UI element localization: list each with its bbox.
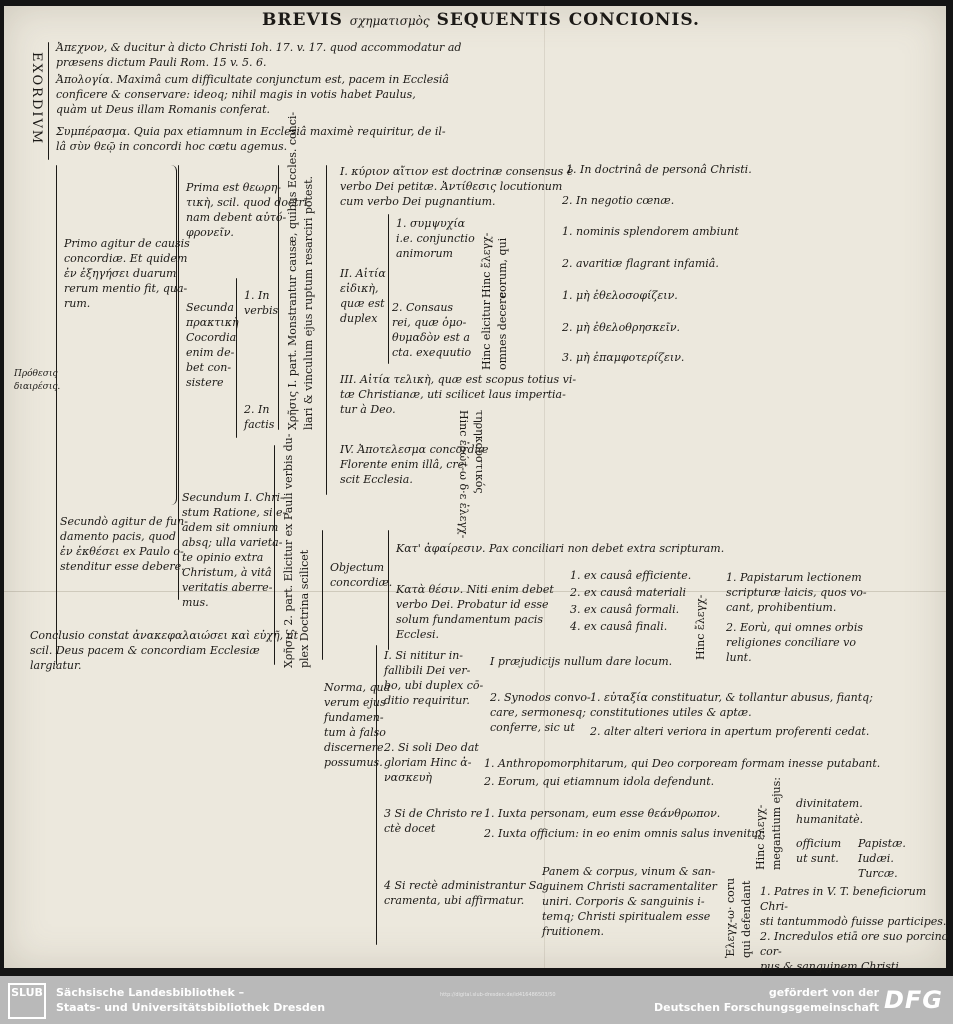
norma-4-elenchos: Ἐλεγχ-ω· coru [724,877,737,958]
norma-3: 3 Si de Christo re ctè docet [384,807,483,835]
exordium-label: EXORDIVM [29,52,44,146]
primo-brace [170,165,177,505]
right-item-2: 2. In negotio cœnæ. [562,194,675,207]
norma-1-b1: 1. εὐταξία constituatur, & tollantur abu… [590,691,873,719]
norma-3-sects: Papistæ. Iudæi. Turcæ. [858,837,906,880]
objectum-elenchos: Hinc ἔλεγχ- [694,594,707,660]
norma-3-elenchos-b: megantium ejus: [770,777,783,870]
ex-causa-3: 3. ex causâ formali. [570,603,680,616]
primo-causes: Primo agitur de causis concordiæ. Et qui… [64,237,190,310]
kata-aphairesin: Κατ' ἀφαίρεσιν. Pax conciliari non debet… [396,542,725,555]
cause-2-brace [388,214,389,364]
exordium-line-2: Ἀπολογία. Maximâ cum difficultate conjun… [56,73,449,116]
main-brace [56,165,57,665]
norma-3-elenchos: Hinc ἔλεγχ- [754,804,767,870]
pars2-vertical-2: plex Doctrina scilicet [298,549,311,668]
pars2-vertical: Χρῆσις 2. part. Elicitur ex Pauli verbis… [282,433,295,668]
dfg-logo: DFG [883,986,943,1014]
norma-4-b: 1. Patres in V. T. beneficiorum Chri- st… [760,885,949,988]
propositio-label: Πρόθεσις διαιρέσις. [14,369,61,392]
norma-4-elenchos-b: qui defendant [740,880,753,958]
norma-3-divinity: divinitatem. [796,797,863,810]
norma-1-b2: 2. alter alteri veriora in apertum profe… [590,725,870,738]
causes-brace [326,165,327,495]
ex-causa-1: 1. ex causâ efficiente. [570,569,692,582]
norma-2: 2. Si soli Deo dat gloriam Hinc ἀ- νασκε… [384,741,479,784]
norma-label: Norma, qua verum ejus fundamen- tum à fa… [324,681,391,769]
hinc-vertical-3b: τηρηκουστικός [473,410,486,494]
norma-3-b: 2. Iuxta officium: in eo enim omnis salu… [484,827,766,840]
hinc-vertical-2b: omnes decere [496,292,509,370]
in-verbis: 1. In verbis [244,289,279,317]
right-item-7: 3. μὴ ἐπαμφοτερίζειν. [562,351,685,364]
norma-2-b: 2. Eorum, qui etiamnum idola defendunt. [484,775,715,788]
pars2-brace [274,445,275,665]
hinc-vertical-1b: corum, qui [496,237,509,298]
papists-elenchos: 1. Papistarum lectionem scripturæ laicis… [726,571,867,614]
in-factis: 2. In factis [244,403,275,431]
cause-1: I. κύριον αἴτιον est doctrinæ consensus … [340,165,574,208]
objectum-label: Objectum concordiæ. [330,561,393,589]
hinc-vertical-1: Hinc ἔλεγχ- [480,232,493,298]
norma-3-a: 1. Iuxta personam, eum esse θεάνθρωπον. [484,807,721,820]
source-url[interactable]: http://digital.slub-dresden.de/id4164865… [440,992,556,998]
pars1-brace [278,165,279,430]
page-title: BREVIS σχηματισμὸς SEQUENTIS CONCIONIS. [262,10,700,30]
library-name: Sächsische Landesbibliothek – Staats- un… [56,986,326,1014]
norma-1: I. Si nititur in- fallibili Dei ver- bo,… [384,649,484,707]
fold-line-vertical [544,6,545,968]
secunda-practica: Secunda πρακτικὴ Cocordia enim de- bet c… [186,301,239,389]
norma-4-a: Panem & corpus, vinum & san- guinem Chri… [542,865,717,938]
right-item-1: 1. In doctrinâ de personâ Christi. [566,163,752,176]
norma-2-a: 1. Anthropomorphitarum, qui Deo corporea… [484,757,881,770]
exordium-brace [48,42,49,160]
secundo-fundamentum: Secundò agitur de fun- damento pacis, qu… [60,515,188,573]
cause-4: IV. Ἀποτελεσμα concordiæ Florente enim i… [340,443,489,486]
norma-3-officium: officium ut sunt. [796,837,842,865]
conclusio: Conclusio constat ἀνακεφαλαιώσει καὶ εὐχ… [30,629,299,672]
hinc-vertical-2: Hinc elicitur [480,300,493,370]
fold-line [4,591,946,592]
cause-2-b: 2. Consaus rei, quæ ὁμο- θυμαδὸν est a c… [392,301,472,359]
second-brace [178,165,179,600]
norma-brace [376,645,377,945]
exordium-line-3: Συμπέρασμα. Quia pax etiamnum in Ecclesi… [56,125,446,153]
pars1-vertical-2: liari & vinculum ejus ruptum resarciri p… [302,175,315,430]
objectum-inner-brace [388,530,389,650]
slub-logo: SLUB [8,983,46,1019]
secundum-christum: Secundum I. Chri- stum Ratione, si e- ad… [182,491,287,609]
norma-1-a: I præjudicijs nullum dare locum. [490,655,673,668]
right-item-5: 1. μὴ ἐθελοσοφίζειν. [562,289,678,302]
right-item-3: 1. nominis splendorem ambiunt [562,225,739,238]
exordium-line-1: Ἀπεχνον, & ducitur à dicto Christi Ioh. … [56,41,462,69]
right-item-6: 2. μὴ ἐθελοθρησκεῖν. [562,321,681,334]
objectum-brace [322,530,323,660]
kata-thesin: Κατὰ θέσιν. Niti enim debet verbo Dei. P… [396,583,554,641]
ex-causa-4: 4. ex causâ finali. [570,620,668,633]
norma-1-b: 2. Synodos convo- care, sermonesq; confe… [490,691,591,734]
practica-brace [236,278,237,438]
hinc-vertical-3: Hinc ἐρώτ-ω δ·ε ἐλεγχ- [457,410,470,539]
norma-4: 4 Si rectè administrantur Sa- cramenta, … [384,879,547,907]
cause-2-head: II. Αἰτία εἰδικὴ, quæ est duplex [340,267,386,325]
right-item-4: 2. avaritiæ flagrant infamiâ. [562,257,719,270]
funding-note: gefördert von der Deutschen Forschungsge… [654,986,879,1014]
cause-3: III. Αἰτία τελικὴ, quæ est scopus totius… [340,373,577,416]
norma-3-humanity: humanitatè. [796,813,864,826]
cause-2-a: 1. συμψυχία i.e. conjunctio animorum [396,217,475,260]
pars1-vertical: Χρῆσις I. part. Monstrantur causæ, quibu… [286,111,299,430]
footer-bar [0,976,953,1024]
prima-theoretica: Prima est θεωρη- τικὴ, scil. quod doctri… [186,181,308,239]
eorum-elenchos: 2. Eorù, qui omnes orbis religiones conc… [726,621,863,664]
document-sheet [4,6,946,968]
ex-causa-2: 2. ex causâ materiali [570,586,686,599]
